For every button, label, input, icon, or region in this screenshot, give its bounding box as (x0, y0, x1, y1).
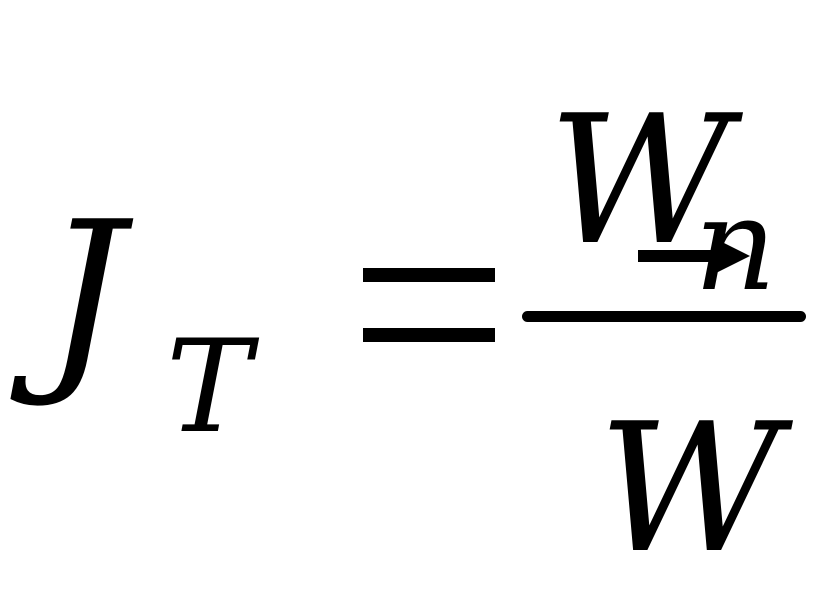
right-arrow-icon (638, 238, 750, 274)
numerator-subscript: n (694, 171, 777, 320)
fraction-bar (522, 311, 806, 322)
lhs-subscript: T (166, 313, 252, 462)
numerator-variable: W (548, 77, 731, 284)
denominator-variable: W (598, 385, 781, 592)
equals-sign-bottom-bar (363, 328, 495, 342)
equals-sign-top-bar (363, 268, 495, 282)
lhs-variable: J (44, 179, 125, 412)
